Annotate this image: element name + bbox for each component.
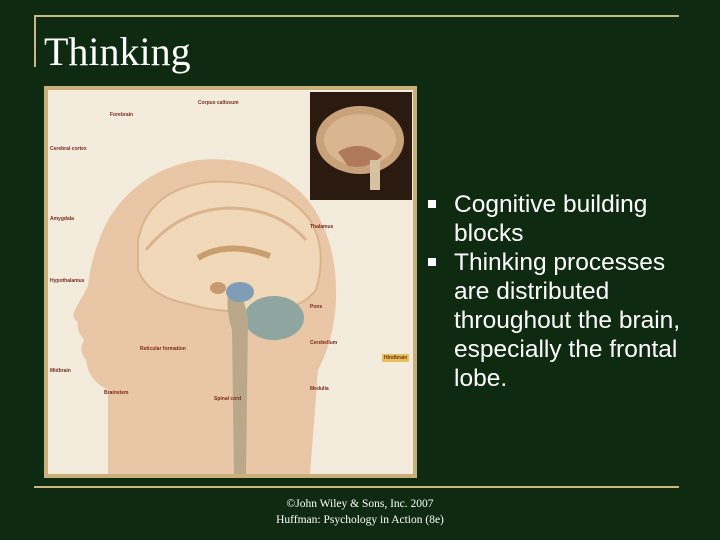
- label-cerebellum: Cerebellum: [310, 340, 338, 346]
- slide-title: Thinking: [44, 29, 191, 74]
- label-pons: Pons: [310, 304, 323, 310]
- bullet-square-icon: [428, 258, 436, 266]
- frame-bottom-line: [34, 486, 679, 488]
- label-spinal-cord: Spinal cord: [214, 396, 242, 402]
- label-hypothalamus: Hypothalamus: [50, 278, 85, 284]
- label-forebrain: Forebrain: [110, 112, 134, 118]
- label-medulla: Medulla: [310, 386, 329, 392]
- bullet-square-icon: [428, 200, 436, 208]
- label-corpus-callosum: Corpus callosum: [198, 100, 239, 106]
- frame-left-line: [34, 15, 36, 67]
- bullet-list: Cognitive building blocks Thinking proce…: [428, 190, 698, 393]
- copyright-caption: ©John Wiley & Sons, Inc. 2007 Huffman: P…: [270, 496, 450, 528]
- label-brainstem: Brainstem: [104, 390, 129, 396]
- label-cerebral-cortex: Cerebral cortex: [50, 146, 87, 152]
- caption-line-2: Huffman: Psychology in Action (8e): [276, 514, 444, 526]
- label-reticular-formation: Reticular formation: [140, 346, 186, 352]
- caption-line-1: ©John Wiley & Sons, Inc. 2007: [286, 498, 434, 510]
- label-midbrain: Midbrain: [50, 368, 71, 374]
- bullet-item: Thinking processes are distributed throu…: [428, 248, 698, 393]
- bullet-item: Cognitive building blocks: [428, 190, 698, 248]
- label-hindbrain: Hindbrain: [382, 354, 410, 362]
- label-thalamus: Thalamus: [310, 224, 334, 230]
- frame-top-line: [34, 15, 679, 17]
- brain-illustration: [73, 92, 412, 474]
- label-amygdala: Amygdala: [50, 216, 74, 222]
- brain-figure: Corpus callosum Forebrain Cerebral corte…: [44, 86, 417, 478]
